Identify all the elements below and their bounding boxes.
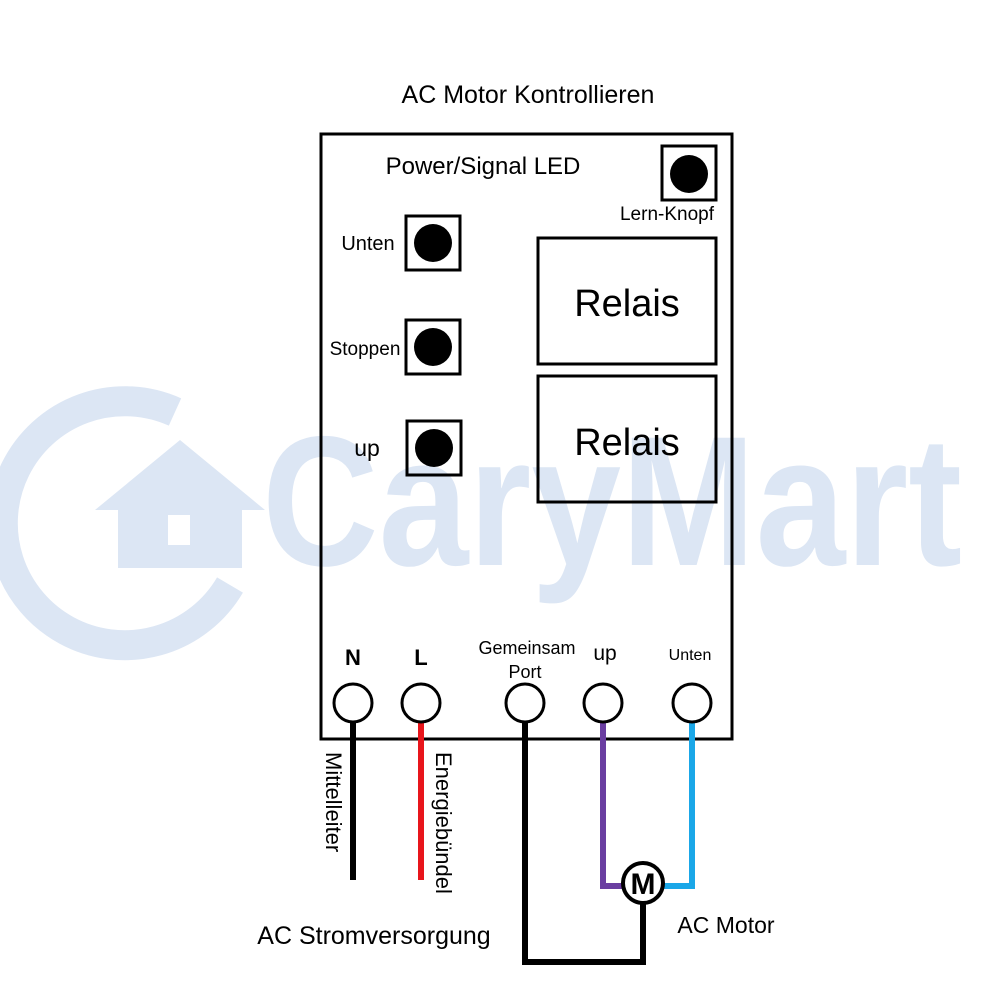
terminal-label-l: L	[414, 645, 427, 670]
carymart-watermark: CaryMart	[0, 386, 962, 661]
button-label-down: Unten	[341, 233, 394, 255]
terminal-label-n: N	[345, 645, 361, 670]
motor-symbol	[621, 861, 665, 905]
up-button[interactable]	[405, 419, 463, 477]
terminal-label-common: Gemeinsam	[478, 638, 575, 658]
terminal-down	[671, 682, 713, 724]
terminal-label-up: up	[593, 642, 616, 665]
down-wire	[664, 722, 695, 889]
button-label-stop: Stoppen	[330, 339, 401, 360]
learn-button-label: Lern-Knopf	[620, 204, 715, 225]
up-wire	[600, 722, 622, 889]
live-wire-label: Energiebündel	[431, 752, 456, 894]
terminal-common	[504, 682, 546, 724]
button-label-up: up	[354, 435, 380, 461]
down-button[interactable]	[404, 214, 462, 272]
terminal-label-common-2: Port	[508, 662, 541, 682]
motor-letter: M	[631, 868, 656, 901]
relay-2	[536, 374, 718, 504]
motor-label: AC Motor	[677, 912, 774, 938]
neutral-wire-label: Mittelleiter	[321, 752, 346, 852]
learn-button[interactable]	[660, 144, 718, 202]
relay-1-label: Relais	[574, 283, 680, 325]
terminal-l	[400, 682, 442, 724]
terminal-n	[332, 682, 374, 724]
terminal-up	[582, 682, 624, 724]
led-label: Power/Signal LED	[386, 153, 581, 180]
common-wire	[522, 722, 646, 965]
terminal-label-down: Unten	[669, 647, 712, 664]
relay-2-label: Relais	[574, 422, 680, 464]
stop-button[interactable]	[404, 318, 462, 376]
relay-1	[536, 236, 718, 366]
house-logo-icon	[0, 386, 265, 661]
supply-label: AC Stromversorgung	[257, 922, 490, 950]
diagram-title: AC Motor Kontrollieren	[402, 81, 655, 109]
